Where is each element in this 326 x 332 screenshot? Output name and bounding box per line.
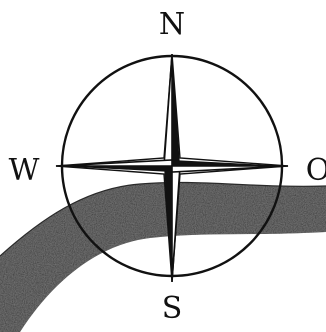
south-label: S <box>162 291 183 326</box>
north-label: N <box>159 7 185 42</box>
east-label: O <box>306 153 326 188</box>
west-label: W <box>9 153 40 188</box>
